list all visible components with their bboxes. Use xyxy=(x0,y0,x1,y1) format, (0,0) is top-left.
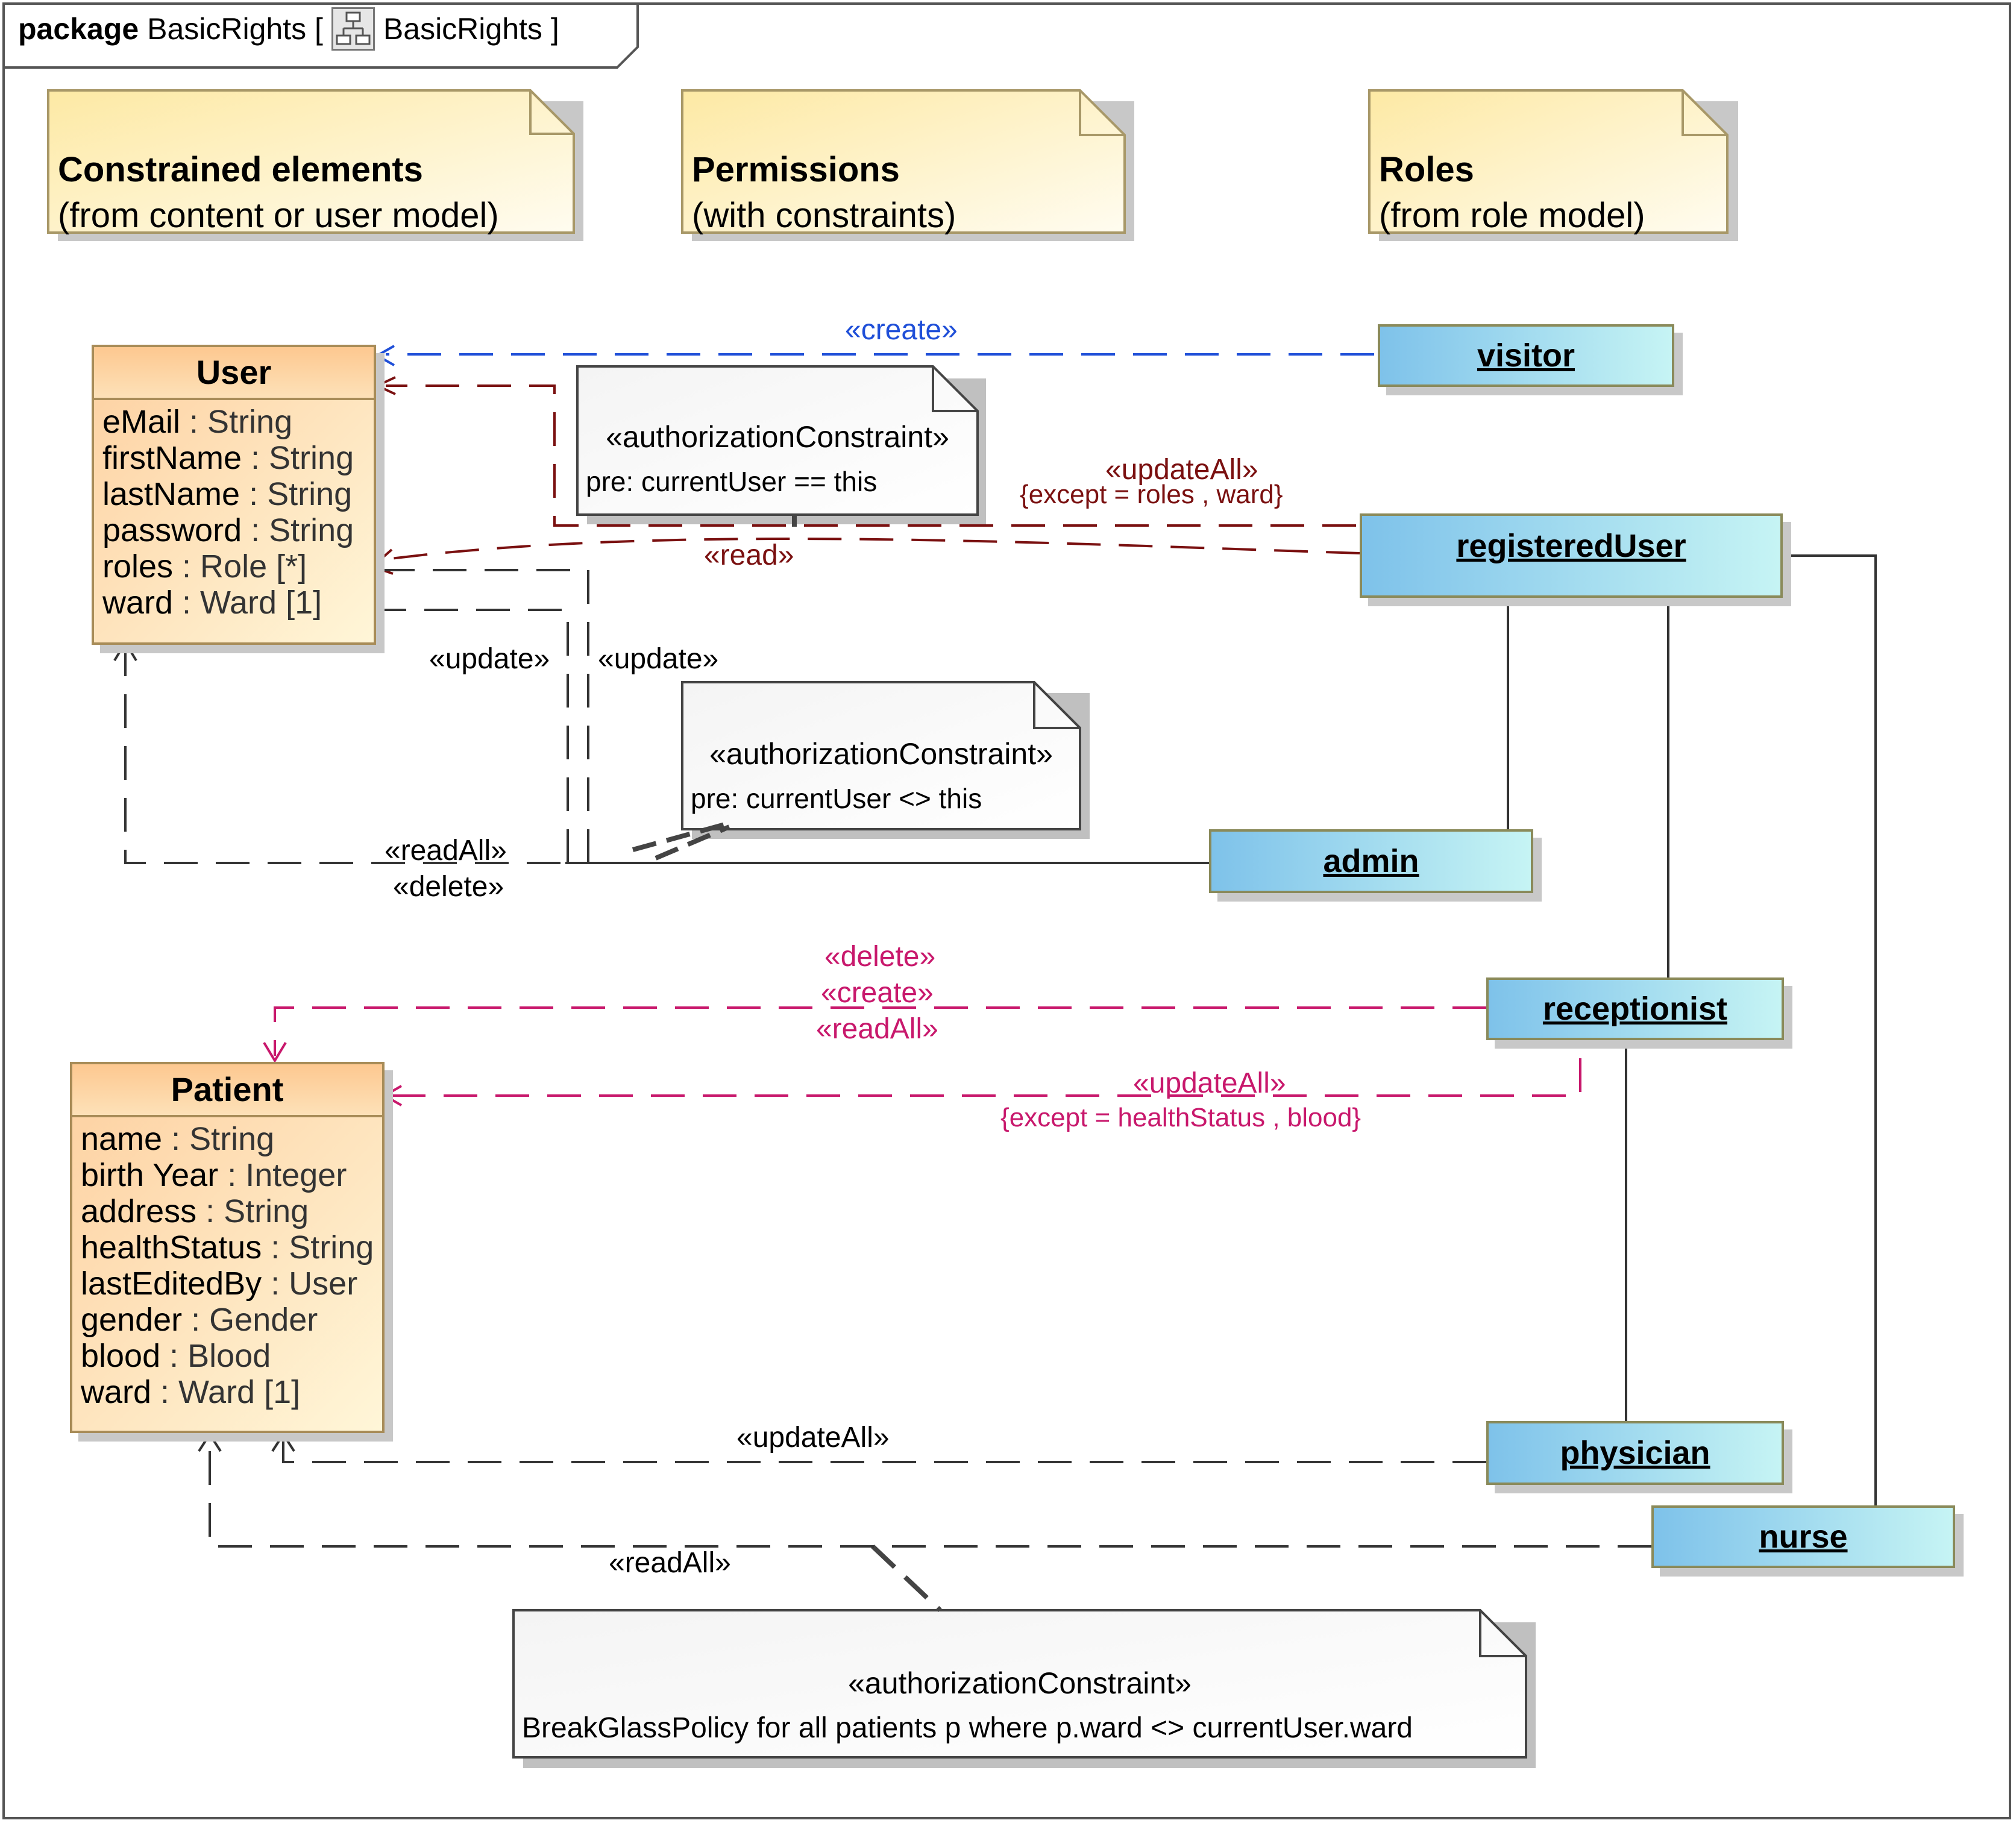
attribute: gender : Gender xyxy=(81,1302,318,1338)
label-admin-update-right: «update» xyxy=(598,643,719,675)
constraint-stereotype: «authorizationConstraint» xyxy=(848,1666,1192,1700)
class-patient[interactable]: Patient name : String birth Year : Integ… xyxy=(70,1062,385,1433)
role-physician[interactable]: physician xyxy=(1486,1421,1784,1485)
attribute: password : String xyxy=(102,512,354,548)
label-registered-read: «read» xyxy=(704,539,794,571)
constraint-stereotype: «authorizationConstraint» xyxy=(709,737,1053,771)
legend-note-subtitle: (with constraints) xyxy=(692,196,956,235)
attribute: healthStatus : String xyxy=(81,1229,374,1266)
constraint-note-breakglass-shape xyxy=(512,1609,1536,1768)
link-receptionist-update-all xyxy=(382,1058,1581,1106)
class-user-attributes: eMail : String firstName : String lastNa… xyxy=(94,400,374,621)
attribute: eMail : String xyxy=(102,404,293,440)
label-physician-update-all: «updateAll» xyxy=(736,1422,890,1454)
label-receptionist-update-all-except: {except = healthStatus , blood} xyxy=(1000,1103,1361,1132)
legend-note-permissions: Permissions (with constraints) xyxy=(692,147,956,239)
role-hierarchy-lines xyxy=(565,554,1877,1505)
link-physician-update-all xyxy=(271,1432,1486,1463)
attribute: birth Year : Integer xyxy=(81,1157,347,1193)
attribute: address : String xyxy=(81,1193,309,1229)
diagram-name: BasicRights xyxy=(383,12,542,46)
constraint-note-other: «authorizationConstraint» pre: currentUs… xyxy=(682,736,1080,815)
label-receptionist-read-all: «readAll» xyxy=(816,1013,938,1045)
label-registered-update-all: «updateAll» xyxy=(1105,454,1258,486)
legend-note-title: Permissions xyxy=(692,150,900,189)
package-name: BasicRights [ xyxy=(147,12,323,46)
package-header: package BasicRights [ BasicRights ] xyxy=(18,7,559,51)
constraint-body: pre: currentUser == this xyxy=(586,466,878,497)
role-registered-user[interactable]: registeredUser xyxy=(1360,513,1783,598)
attribute: lastName : String xyxy=(102,476,353,512)
constraint-note-self: «authorizationConstraint» pre: currentUs… xyxy=(577,419,978,498)
constraint-anchors xyxy=(632,515,942,1612)
attribute: name : String xyxy=(81,1121,275,1157)
role-nurse[interactable]: nurse xyxy=(1651,1505,1955,1568)
legend-note-title: Roles xyxy=(1379,150,1474,189)
role-receptionist[interactable]: receptionist xyxy=(1486,977,1784,1040)
legend-note-subtitle: (from content or user model) xyxy=(58,196,499,235)
link-nurse-read-all xyxy=(198,1432,1651,1548)
link-registered-read xyxy=(370,538,1360,575)
constraint-stereotype: «authorizationConstraint» xyxy=(606,420,949,454)
package-close: ] xyxy=(550,12,559,46)
label-visitor-create: «create» xyxy=(845,314,958,346)
role-visitor[interactable]: visitor xyxy=(1378,324,1674,387)
legend-note-roles: Roles (from role model) xyxy=(1379,147,1645,239)
constraint-note-self-shape xyxy=(576,365,986,524)
label-registered-update-all-except: {except = roles , ward} xyxy=(1020,480,1283,509)
attribute: ward : Ward [1] xyxy=(81,1374,301,1410)
package-tab-outline xyxy=(2,2,639,69)
link-admin-update xyxy=(363,564,589,863)
attribute: ward : Ward [1] xyxy=(102,585,322,621)
package-keyword: package xyxy=(18,12,139,46)
class-user[interactable]: User eMail : String firstName : String l… xyxy=(92,345,376,645)
attribute: lastEditedBy : User xyxy=(81,1266,358,1302)
attribute: roles : Role [*] xyxy=(102,548,307,585)
role-admin[interactable]: admin xyxy=(1209,829,1533,893)
label-receptionist-update-all: «updateAll» xyxy=(1133,1067,1286,1099)
label-receptionist-delete: «delete» xyxy=(824,941,936,973)
class-patient-attributes: name : String birth Year : Integer addre… xyxy=(72,1117,382,1410)
legend-note-roles-shape xyxy=(1368,89,1738,241)
label-nurse-read-all: «readAll» xyxy=(609,1547,731,1579)
link-visitor-create xyxy=(374,345,1374,366)
link-receptionist-crud xyxy=(263,1006,1486,1063)
legend-note-constrained: Constrained elements (from content or us… xyxy=(58,147,499,239)
diagram-icon xyxy=(331,7,375,51)
attribute: firstName : String xyxy=(102,440,354,476)
legend-note-permissions-shape xyxy=(681,89,1134,241)
label-admin-read-all: «readAll» xyxy=(385,835,507,867)
legend-note-title: Constrained elements xyxy=(58,150,423,189)
legend-note-subtitle: (from role model) xyxy=(1379,196,1645,235)
class-patient-name: Patient xyxy=(72,1064,382,1117)
constraint-note-breakglass: «authorizationConstraint» BreakGlassPoli… xyxy=(513,1666,1526,1745)
class-user-name: User xyxy=(94,347,374,400)
link-registered-update-all xyxy=(374,376,1356,527)
constraint-body: pre: currentUser <> this xyxy=(691,783,982,814)
label-admin-delete: «delete» xyxy=(393,871,504,903)
label-admin-update-left: «update» xyxy=(429,643,550,675)
constraint-body: BreakGlassPolicy for all patients p wher… xyxy=(522,1712,1413,1744)
attribute: blood : Blood xyxy=(81,1338,271,1374)
legend-note-constrained-shape xyxy=(47,89,583,241)
label-receptionist-create: «create» xyxy=(821,977,934,1009)
constraint-note-other-shape xyxy=(681,681,1090,839)
